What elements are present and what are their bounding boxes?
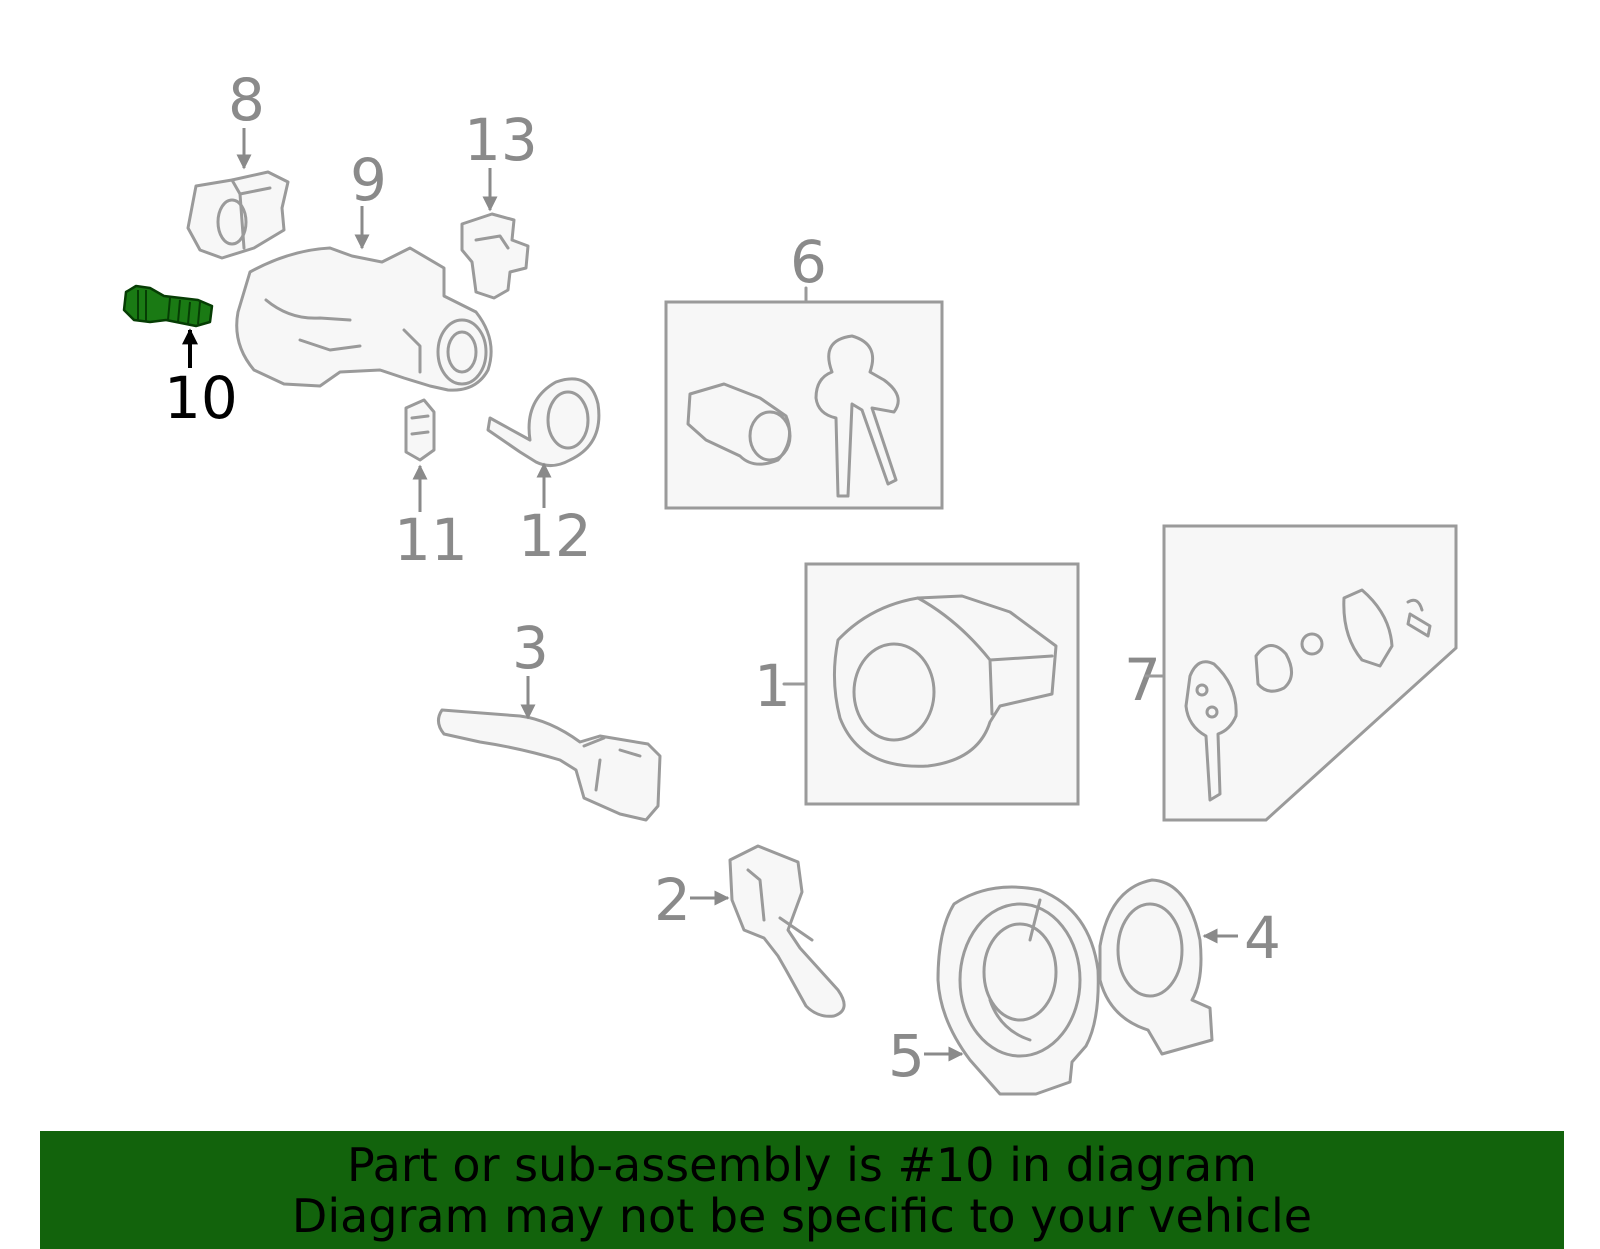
- callout-12: 12: [518, 502, 592, 570]
- callout-7: 7: [1124, 646, 1161, 714]
- callout-10: 10: [164, 364, 238, 432]
- callout-11: 11: [394, 506, 468, 574]
- part-9-illustration[interactable]: [235, 246, 493, 392]
- part-7-box: [1162, 524, 1458, 822]
- callout-4: 4: [1244, 904, 1281, 972]
- callout-8: 8: [228, 66, 265, 134]
- part-1-kit[interactable]: [804, 562, 1080, 806]
- callout-6: 6: [790, 228, 827, 296]
- part-2-illustration[interactable]: [728, 844, 846, 1018]
- banner-line-2: Diagram may not be specific to your vehi…: [291, 1189, 1313, 1243]
- part-5-illustration[interactable]: [936, 885, 1100, 1096]
- part-11-illustration[interactable]: [404, 398, 436, 462]
- callout-5: 5: [888, 1022, 925, 1090]
- part-3-illustration[interactable]: [437, 708, 662, 822]
- part-7-kit[interactable]: [1162, 524, 1458, 822]
- callout-1: 1: [754, 652, 791, 720]
- part-13-illustration[interactable]: [460, 212, 530, 300]
- callout-13: 13: [464, 106, 538, 174]
- banner-line-1: Part or sub-assembly is #10 in diagram: [347, 1138, 1257, 1192]
- part-6-kit[interactable]: [664, 300, 944, 510]
- part-8-illustration[interactable]: [186, 170, 290, 260]
- part-4-illustration[interactable]: [1098, 878, 1214, 1056]
- part-12-illustration[interactable]: [486, 377, 601, 467]
- callout-2: 2: [654, 866, 691, 934]
- callout-3: 3: [512, 614, 549, 682]
- disclaimer-banner: Part or sub-assembly is #10 in diagram D…: [40, 1131, 1564, 1249]
- part-10-highlighted[interactable]: [122, 284, 214, 328]
- callout-9: 9: [350, 146, 387, 214]
